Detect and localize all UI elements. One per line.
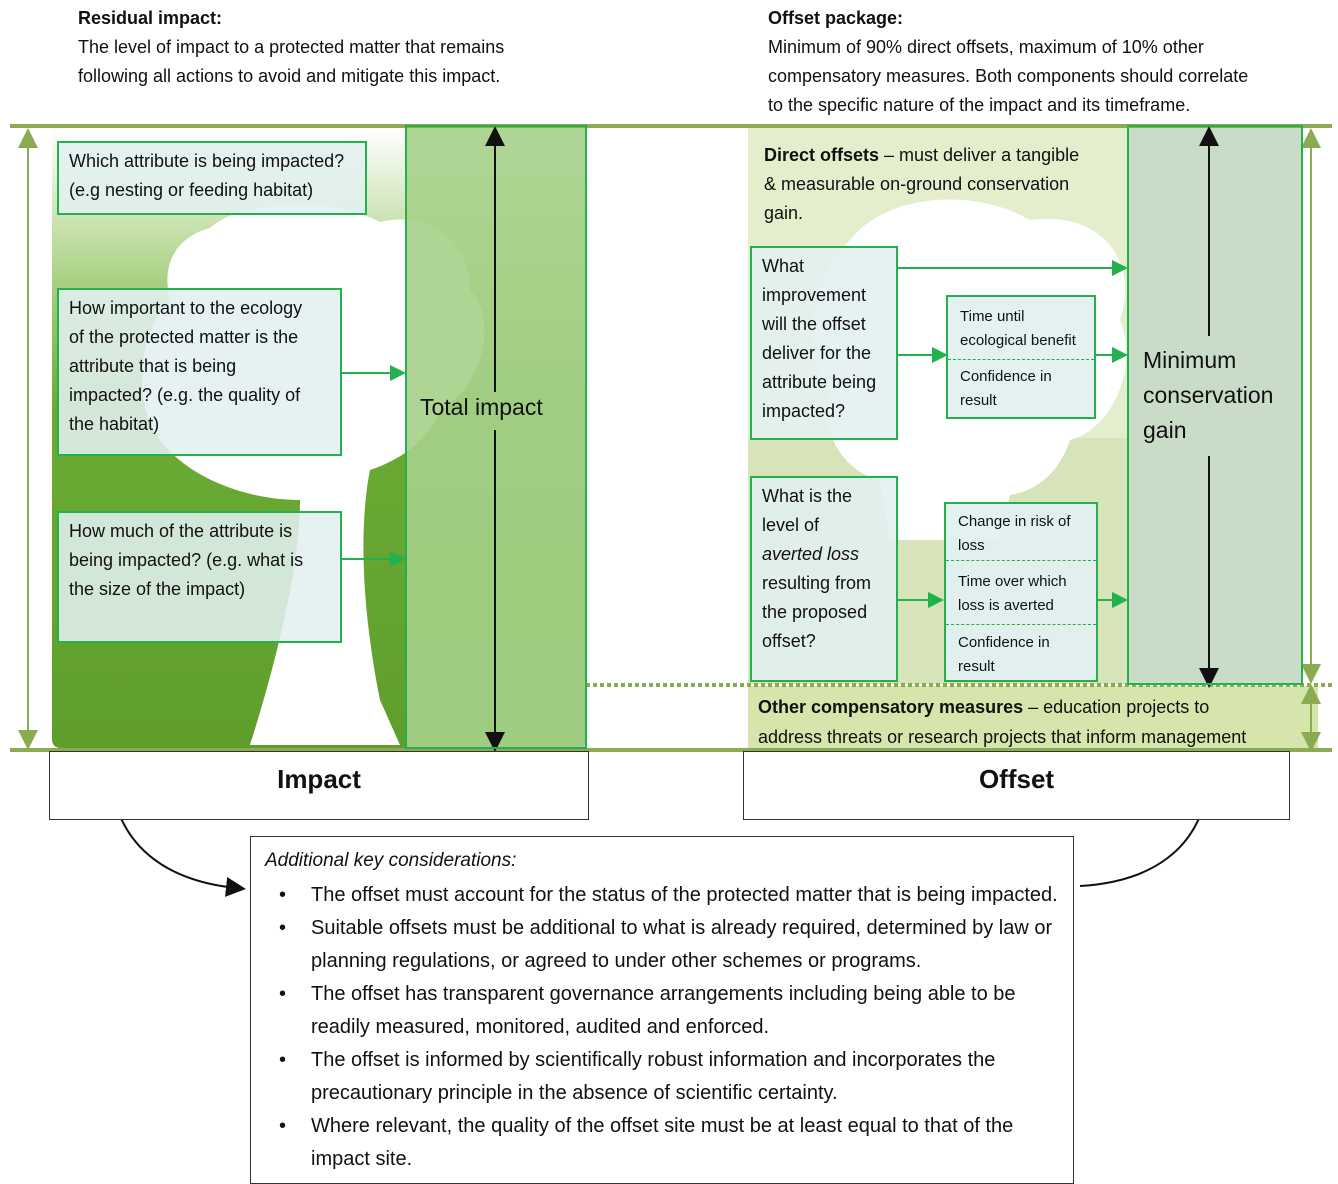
total-impact-column (405, 125, 587, 749)
divider (948, 359, 1094, 360)
considerations-title: Additional key considerations: (265, 850, 517, 871)
offset-package-desc: Minimum of 90% direct offsets, maximum o… (768, 37, 1249, 115)
factor-confidence: Confidence in result (958, 634, 1050, 675)
factor-time-until-benefit: Time until ecological benefit (960, 308, 1076, 349)
offset-question-improvement: What improvement will the offset deliver… (750, 246, 898, 440)
list-item: The offset has transparent governance ar… (279, 978, 1073, 1044)
factor-time-averted: Time over which loss is averted (958, 573, 1067, 614)
impact-question-extent: How much of the attribute is being impac… (57, 511, 342, 643)
improvement-factors-box: Time until ecological benefit Confidence… (946, 295, 1096, 419)
list-item: Where relevant, the quality of the offse… (279, 1110, 1073, 1176)
offset-label: Offset (743, 751, 1290, 820)
total-impact-label: Total impact (420, 394, 543, 420)
offset-question-averted-loss: What is the level of averted loss result… (750, 476, 898, 682)
list-item: The offset is informed by scientifically… (279, 1044, 1073, 1110)
residual-impact-title: Residual impact: (78, 8, 223, 28)
divider (946, 560, 1096, 561)
offset-package-title: Offset package: (768, 8, 904, 28)
impact-label: Impact (49, 751, 589, 820)
list-item: The offset must account for the status o… (279, 879, 1073, 912)
factor-change-in-risk: Change in risk of loss (958, 513, 1071, 554)
divider (946, 624, 1096, 625)
minimum-conservation-gain-label: Minimum conservation gain (1143, 343, 1274, 448)
direct-offsets-text: Direct offsets – must deliver a tangible… (764, 145, 1080, 223)
factor-confidence: Confidence in result (960, 368, 1052, 409)
additional-considerations-box: Additional key considerations: The offse… (250, 836, 1074, 1184)
minimum-conservation-gain-column (1127, 125, 1303, 685)
impact-question-attribute: Which attribute is being impacted? (e.g … (57, 141, 367, 215)
residual-impact-desc: The level of impact to a protected matte… (78, 37, 505, 86)
considerations-list: The offset must account for the status o… (265, 879, 1073, 1176)
other-compensatory-text: Other compensatory measures – education … (758, 697, 1247, 747)
list-item: Suitable offsets must be additional to w… (279, 912, 1073, 978)
averted-loss-factors-box: Change in risk of loss Time over which l… (944, 502, 1098, 682)
impact-question-importance: How important to the ecology of the prot… (57, 288, 342, 456)
